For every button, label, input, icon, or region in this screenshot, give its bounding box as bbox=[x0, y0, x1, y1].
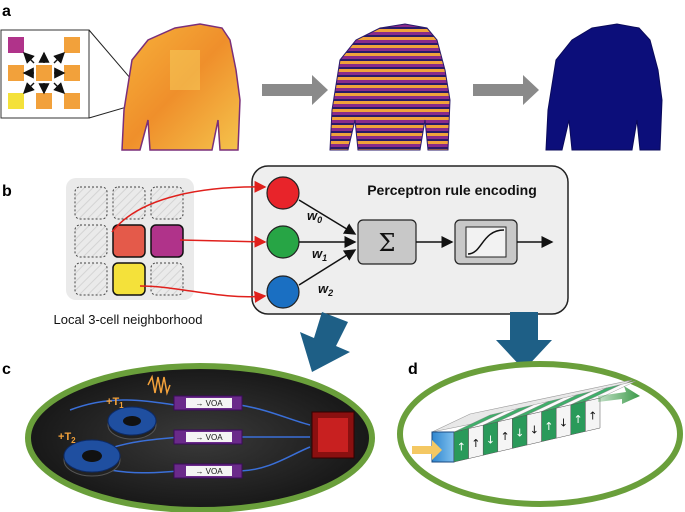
inactive-neighbor-cell bbox=[74, 262, 108, 296]
panel-c-label: c bbox=[2, 361, 11, 378]
neighbor-arrow bbox=[53, 52, 65, 64]
spin-arrow: ↑ bbox=[573, 413, 582, 426]
neighborhood-cell bbox=[64, 37, 80, 53]
jacket-intermediate bbox=[329, 23, 451, 151]
neighbor-arrow bbox=[23, 52, 35, 64]
neighborhood-cell bbox=[36, 93, 52, 109]
neighborhood-label: Local 3-cell neighborhood bbox=[54, 312, 203, 327]
weight-edge bbox=[298, 249, 357, 286]
down-arrow-to-c bbox=[300, 312, 350, 372]
perceptron-title: Perceptron rule encoding bbox=[367, 182, 537, 198]
transition-arrow bbox=[473, 75, 539, 105]
neighborhood-cell bbox=[8, 37, 24, 53]
spin-arrow: ↑ bbox=[457, 440, 466, 453]
weight-w1: w1 bbox=[312, 246, 327, 263]
spin-segment bbox=[585, 397, 601, 432]
active-neighbor-cell bbox=[112, 224, 146, 258]
inactive-neighbor-cell bbox=[150, 186, 184, 220]
active-neighbor-cell bbox=[150, 224, 184, 258]
input-node-green bbox=[266, 225, 300, 259]
neighborhood-cell bbox=[64, 93, 80, 109]
panel-b-label: b bbox=[2, 183, 12, 200]
spin-arrow: ↑ bbox=[544, 420, 553, 433]
inactive-neighbor-cell bbox=[150, 262, 184, 296]
input-node-red bbox=[266, 176, 300, 210]
local-neighborhood-grid bbox=[66, 178, 194, 300]
inactive-neighbor-cell bbox=[74, 224, 108, 258]
spin-arrow: ↑ bbox=[588, 410, 597, 423]
delay-label-t2: +T2 bbox=[58, 431, 76, 445]
active-neighbor-cell bbox=[112, 262, 146, 296]
inactive-neighbor-cell bbox=[74, 186, 108, 220]
pulse-icon bbox=[147, 374, 171, 396]
spin-arrow: ↓ bbox=[530, 423, 539, 436]
neighbor-arrow bbox=[53, 82, 65, 94]
weight-w2: w2 bbox=[318, 281, 333, 298]
neighborhood-cell bbox=[36, 65, 52, 81]
neighborhood-cell bbox=[8, 65, 24, 81]
voa-label-2: → VOA bbox=[195, 433, 223, 442]
red-connector bbox=[139, 285, 267, 303]
photonic-hardware bbox=[25, 363, 375, 512]
weight-w0: w0 bbox=[307, 208, 322, 225]
transition-arrow bbox=[262, 75, 328, 105]
jacket-final bbox=[545, 23, 663, 151]
red-connector bbox=[111, 180, 267, 233]
panel-d-label: d bbox=[408, 361, 418, 378]
spin-arrow: ↓ bbox=[515, 427, 524, 440]
neighborhood-cell bbox=[64, 65, 80, 81]
neighborhood-cell bbox=[8, 93, 24, 109]
spin-arrow: ↓ bbox=[486, 434, 495, 447]
neighbor-arrow bbox=[23, 82, 35, 94]
sigmoid-icon bbox=[465, 226, 507, 258]
neighborhood-cell bbox=[36, 37, 52, 53]
panel-a-label: a bbox=[2, 3, 11, 20]
sum-symbol: Σ bbox=[379, 229, 396, 257]
spin-arrow: ↑ bbox=[471, 437, 480, 450]
spin-arrow: ↑ bbox=[500, 430, 509, 443]
neighborhood-grid bbox=[0, 29, 90, 119]
red-connector bbox=[179, 235, 267, 248]
input-node-blue bbox=[266, 275, 300, 309]
weight-edge bbox=[298, 199, 357, 235]
voa-label-1: → VOA bbox=[195, 399, 223, 408]
inactive-neighbor-cell bbox=[112, 186, 146, 220]
sigmoid-curve bbox=[467, 229, 505, 255]
jacket-initial bbox=[121, 23, 241, 151]
spin-arrow: ↓ bbox=[559, 417, 568, 430]
delay-label-t1: +T1 bbox=[106, 396, 124, 410]
down-arrow-to-d bbox=[496, 312, 552, 370]
spin-chain: ↑ ↑ ↓ ↑ ↓ ↓ ↑ ↓ ↑ ↑ bbox=[397, 361, 683, 507]
voa-label-3: → VOA bbox=[195, 467, 223, 476]
